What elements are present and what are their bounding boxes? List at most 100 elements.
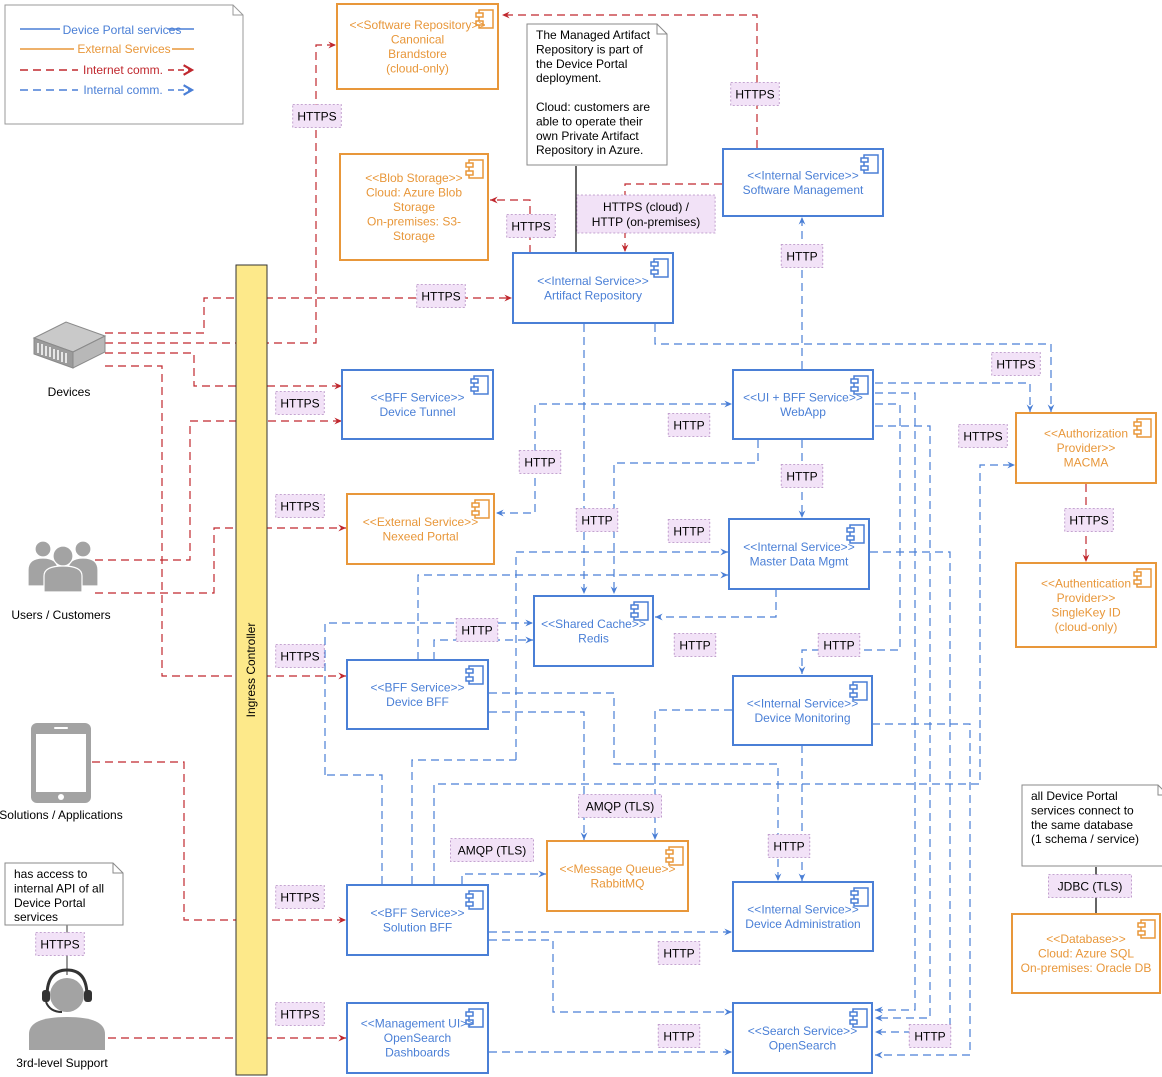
component-name: On-premises: S3-	[367, 215, 461, 229]
edge-label-l-auth-webapp: HTTPS	[958, 424, 1008, 448]
edge-label-l-nexeed-http: HTTP	[518, 450, 562, 474]
note-line: has access to	[14, 867, 88, 881]
edge-label-l-search: HTTP	[657, 1024, 701, 1048]
connections	[66, 11, 1097, 1059]
conn-webapp-auth	[875, 382, 1034, 412]
edge-label-text: HTTP	[823, 639, 854, 653]
component-name: Canonical	[391, 32, 444, 46]
component-icon	[650, 258, 669, 278]
component-name: Device Tunnel	[379, 405, 455, 419]
component-name: Dashboards	[385, 1046, 450, 1060]
edge-label-l-devicebff-redis: HTTP	[455, 618, 499, 642]
edge-label-text: HTTPS	[421, 290, 460, 304]
component-db: <<Database>>Cloud: Azure SQLOn-premises:…	[1011, 913, 1161, 994]
component-icon	[849, 681, 868, 701]
legend-internet-comm: Internet comm.	[83, 63, 163, 77]
component-admin: <<Internal Service>>Device Administratio…	[732, 881, 874, 952]
component-icon	[850, 375, 869, 395]
components: <<Software Repository>>CanonicalBrandsto…	[336, 3, 1161, 1074]
ingress-controller: Ingress Controller	[235, 264, 268, 1076]
actor-label: 3rd-level Support	[16, 1056, 108, 1070]
note-line: own Private Artifact	[536, 129, 639, 143]
component-stereotype: <<Search Service>>	[748, 1024, 857, 1038]
edge-label-text: HTTP (on-premises)	[592, 215, 700, 229]
component-name: Master Data Mgmt	[750, 554, 849, 568]
edge-label-l-monitoring: HTTP	[817, 633, 861, 657]
actor-devices: Devices	[32, 321, 107, 399]
note-line: all Device Portal	[1031, 789, 1118, 803]
component-name: Device Administration	[745, 917, 860, 931]
edge-label-text: HTTPS	[280, 397, 319, 411]
component-webapp: <<UI + BFF Service>>WebApp	[732, 369, 874, 440]
edge-label-l-tunnel: HTTPS	[275, 391, 325, 415]
component-solution-bff: <<BFF Service>>Solution BFF	[346, 884, 489, 956]
actor-support: 3rd-level Support	[16, 968, 108, 1070]
conn-webapp-tunnel	[534, 400, 732, 465]
component-name: Cloud: Azure SQL	[1038, 947, 1134, 961]
conn-solutionbff-mq	[461, 870, 546, 884]
component-name: MACMA	[1064, 456, 1109, 470]
edge-label-text: HTTPS	[963, 430, 1002, 444]
component-stereotype: <<Blob Storage>>	[365, 171, 462, 185]
conn-solutionbff-up2	[411, 759, 516, 884]
component-name: Provider>>	[1057, 441, 1116, 455]
edge-label-l-swrepo: HTTPS	[292, 104, 342, 128]
edge-label-l-webapp-tunnel: HTTP	[667, 413, 711, 437]
edge-label-text: HTTP	[914, 1030, 945, 1044]
component-icon	[1133, 418, 1152, 438]
conn-devices-tunnel	[105, 352, 342, 390]
component-stereotype: <<BFF Service>>	[370, 906, 464, 920]
component-icon	[471, 499, 490, 519]
component-stereotype: <<Internal Service>>	[743, 540, 854, 554]
component-stereotype: <<Database>>	[1046, 932, 1125, 946]
component-stereotype: <<Internal Service>>	[747, 696, 858, 710]
conn-solutionbff-search	[489, 939, 732, 1016]
actor-users: Users / Customers	[11, 540, 111, 622]
note-line: the Device Portal	[536, 57, 627, 71]
component-nexeed: <<External Service>>Nexeed Portal	[346, 493, 495, 565]
edge-label-text: HTTP	[773, 840, 804, 854]
component-name: SingleKey ID	[1051, 605, 1121, 619]
conn-devicebff-mq	[489, 711, 588, 840]
component-sw-mgmt: <<Internal Service>>Software Management	[722, 148, 884, 217]
conn-devices-swrepo	[105, 41, 336, 344]
conn-monitoring-mq	[651, 709, 732, 840]
conn-swmgmt-artifact	[621, 183, 722, 252]
note-line: able to operate their	[536, 114, 643, 128]
component-stereotype: <<Message Queue>>	[559, 862, 675, 876]
conn-mdm-redis	[655, 589, 777, 621]
conn-mdm-left	[417, 571, 728, 660]
edge-label-l-amqp-left: AMQP (TLS)	[450, 838, 534, 862]
conn-webapp-right	[875, 425, 931, 1022]
component-icon	[630, 601, 649, 621]
users-icon	[27, 540, 99, 593]
note-line: the same database	[1031, 818, 1133, 832]
edge-label-text: HTTP	[673, 419, 704, 433]
component-name: Brandstore	[388, 47, 447, 61]
edge-label-text: HTTPS	[511, 220, 550, 234]
component-search: <<Search Service>>OpenSearch	[732, 1002, 873, 1074]
conn-devicebff-redis2	[433, 636, 533, 660]
component-icon	[465, 665, 484, 685]
actor-label: Users / Customers	[11, 608, 110, 622]
component-name: Redis	[578, 631, 609, 645]
edge-label-l-support: HTTPS	[35, 932, 85, 956]
component-name: (cloud-only)	[386, 61, 449, 75]
edge-label-l-devicebff: HTTPS	[275, 644, 325, 668]
component-name: Cloud: Azure Blob	[366, 186, 462, 200]
edge-label-text: AMQP (TLS)	[586, 800, 654, 814]
edge-label-l-nexeed: HTTPS	[275, 494, 325, 518]
edge-label-l-solution-bff: HTTPS	[275, 885, 325, 909]
actor-label: Solutions / Applications	[0, 808, 123, 822]
edge-label-text: HTTPS	[297, 110, 336, 124]
edge-label-l-webapp-mdm: HTTP	[780, 464, 824, 488]
component-stereotype: <<UI + BFF Service>>	[743, 390, 863, 404]
component-name: Nexeed Portal	[382, 529, 458, 543]
component-name: Device BFF	[386, 695, 449, 709]
conn-artifact-auth	[654, 324, 1055, 412]
component-icon	[475, 9, 494, 29]
note-line: services	[14, 910, 58, 924]
note-line: Device Portal	[14, 896, 85, 910]
